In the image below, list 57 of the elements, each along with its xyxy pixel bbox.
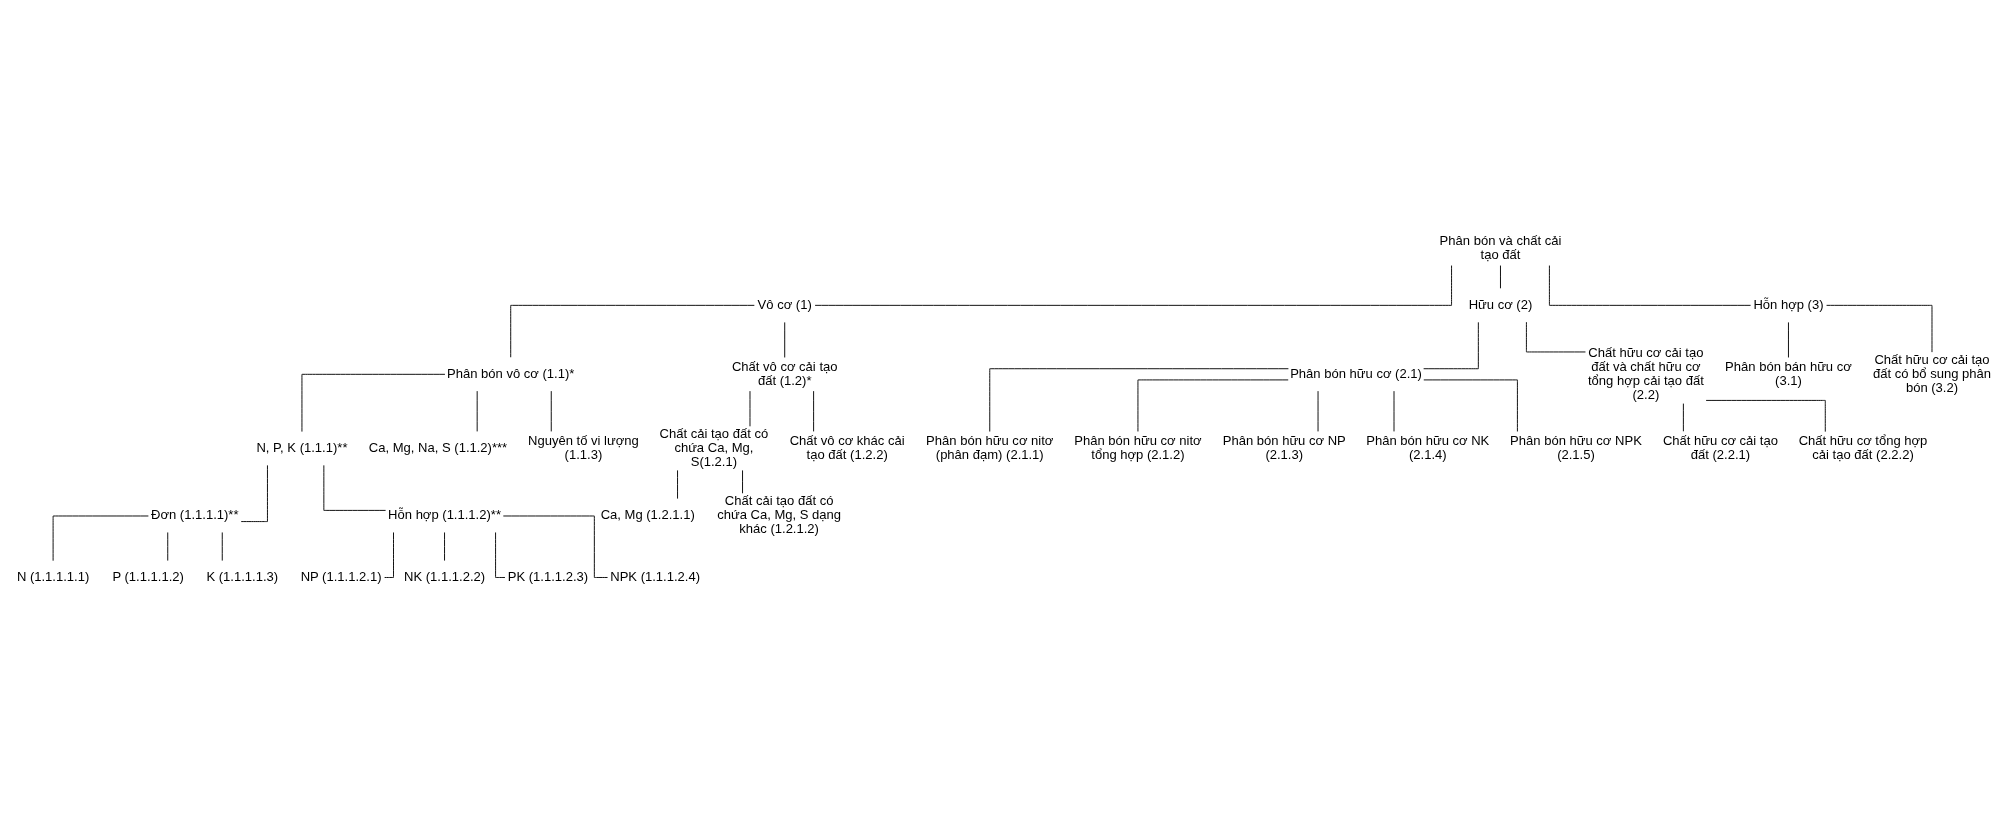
node-text: Phân bón hữu cơ NPK (2.1.5): [1510, 432, 1642, 462]
connector: [1705, 399, 1826, 432]
connector: [1548, 264, 1752, 306]
node-text: PK (1.1.1.2.3): [507, 568, 589, 584]
connector: [323, 464, 387, 511]
node-text: Phân bón và chất cải tạo đất: [1439, 232, 1562, 262]
node-text: Phân bón hữu cơ NP (2.1.3): [1222, 432, 1346, 462]
node-text: Chất hữu cơ cải tạo đất và chất hữu cơ tổng hợp cải tạo đất (2.2): [1587, 344, 1704, 402]
node-text: Chất cải tạo đất có chứa Ca, Mg, S dạng khác (1.2.1.2): [717, 492, 842, 536]
node-text: N, P, K (1.1.1)**: [256, 439, 348, 455]
node-text: NK (1.1.1.2.2): [403, 568, 486, 584]
node-text: Chất hữu cơ cải tạo đất có bổ sung phân bón (3.2): [1872, 351, 1992, 395]
connector: [1500, 264, 1501, 289]
node-text: Chất vô cơ cải tạo đất (1.2)*: [731, 358, 838, 388]
connector: [550, 390, 552, 432]
connector: [240, 464, 268, 522]
node-text: Chất hữu cơ tổng hợp cải tạo đất (2.2.2): [1798, 432, 1928, 462]
connector: [814, 264, 1452, 306]
node-text: NPK (1.1.1.2.4): [610, 568, 701, 584]
node-text: Chất hữu cơ cải tạo đất (2.2.1): [1662, 432, 1778, 462]
node-text: P (1.1.1.1.2): [112, 568, 184, 584]
node-text: K (1.1.1.1.3): [206, 568, 279, 584]
connector: [1423, 321, 1479, 369]
connector: [1788, 321, 1789, 358]
connector: [1525, 321, 1586, 352]
connector: [1682, 402, 1684, 432]
node-text: Phân bón hữu cơ NK (2.1.4): [1366, 432, 1490, 462]
node-text: Nguyên tố vi lượng (1.1.3): [528, 432, 639, 462]
node-text: Phân bón bán hữu cơ (3.1): [1725, 358, 1852, 388]
node-text: Vô cơ (1): [757, 296, 812, 312]
node-text: Phân bón hữu cơ (2.1): [1290, 365, 1422, 381]
node-text: Hỗn hợp (3): [1753, 296, 1824, 312]
node-text: Chất cải tạo đất có chứa Ca, Mg, S(1.2.1): [659, 425, 769, 469]
connector: [1826, 304, 1933, 353]
node-text: NP (1.1.1.2.1): [300, 568, 382, 584]
connector: [742, 469, 743, 494]
connector: [221, 531, 223, 561]
node-text: Ca, Mg, Na, S (1.1.2)***: [368, 439, 508, 455]
connector: [167, 531, 169, 561]
node-text: Phân bón vô cơ (1.1)*: [447, 365, 575, 381]
node-text: Ca, Mg (1.2.1.1): [600, 506, 695, 522]
node-text: Hữu cơ (2): [1468, 296, 1533, 312]
connector: [444, 531, 445, 561]
connector: [813, 390, 815, 432]
connector: [301, 373, 446, 432]
connector: [52, 515, 149, 561]
node-text: N (1.1.1.1.1): [16, 568, 90, 584]
connector: [989, 367, 1289, 432]
node-text: Đơn (1.1.1.1)**: [151, 506, 239, 522]
node-text: Chất vô cơ khác cải tạo đất (1.2.2): [789, 432, 905, 462]
connector: [1423, 378, 1518, 432]
node-text: Hỗn hợp (1.1.1.2)**: [388, 506, 501, 522]
connector: [677, 469, 678, 499]
node-text: Phân bón hữu cơ nitơ tổng hợp (2.1.2): [1074, 432, 1202, 462]
node-text: Phân bón hữu cơ nitơ (phân đạm) (2.1.1): [926, 432, 1054, 462]
connector: [784, 321, 786, 358]
connector: [510, 304, 755, 358]
